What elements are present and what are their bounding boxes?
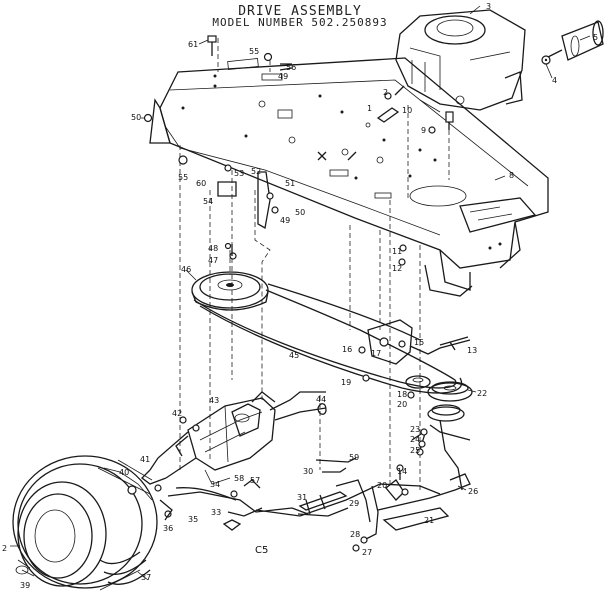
callout-35: 35 (188, 515, 198, 524)
callout-19: 19 (341, 378, 351, 387)
callout-1: 1 (367, 104, 372, 113)
callout-26: 26 (468, 487, 478, 496)
callout-59: 59 (349, 453, 359, 462)
callout-5: 5 (593, 33, 598, 42)
callout-47: 47 (208, 256, 218, 265)
callout-12: 12 (392, 264, 402, 273)
callout-60: 60 (196, 179, 206, 188)
callout-49b: 49 (280, 216, 290, 225)
callout-8: 8 (509, 171, 514, 180)
linkage-rods (159, 428, 471, 552)
idler-pulleys (405, 375, 473, 491)
callout-20: 20 (397, 400, 407, 409)
rear-wheel (10, 455, 162, 591)
callout-48: 48 (208, 244, 218, 253)
callout-40: 40 (119, 468, 129, 477)
callout-11: 11 (392, 247, 402, 256)
callout-4: 4 (552, 76, 557, 85)
callout-25: 25 (410, 446, 420, 455)
callout-51: 51 (285, 179, 295, 188)
callout-36: 36 (163, 524, 173, 533)
callout-46: 46 (181, 265, 191, 274)
callout-13: 13 (467, 346, 477, 355)
callout-15: 15 (414, 338, 424, 347)
callout-14: 14 (397, 467, 407, 476)
callout-22: 22 (477, 389, 487, 398)
callout-28: 28 (350, 530, 360, 539)
callout-45: 45 (289, 351, 299, 360)
callout-50: 50 (131, 113, 141, 122)
callout-44: 44 (316, 395, 326, 404)
engine-pulley (541, 20, 604, 65)
callout-10: 10 (402, 106, 412, 115)
callout-52: 52 (251, 167, 261, 176)
callout-30: 30 (303, 467, 313, 476)
callout-27: 27 (362, 548, 372, 557)
model-number: MODEL NUMBER 502.250893 (212, 16, 388, 29)
callout-33: 33 (211, 508, 221, 517)
callout-16: 16 (342, 345, 352, 354)
transaxle (141, 391, 327, 485)
callout-29: 29 (349, 499, 359, 508)
callout-55: 55 (249, 47, 259, 56)
callout-31: 31 (297, 493, 307, 502)
drive-belt (191, 271, 463, 394)
callout-9: 9 (421, 126, 426, 135)
callout-34: 34 (210, 480, 220, 489)
callout-58: 58 (234, 474, 244, 483)
callout-54: 54 (203, 197, 213, 206)
callout-50b: 50 (295, 208, 305, 217)
callout-3: 3 (486, 2, 491, 11)
callout-2: 2 (383, 88, 388, 97)
callout-39: 39 (20, 581, 30, 590)
engine (395, 9, 526, 130)
callout-49: 49 (278, 72, 288, 81)
callout-23: 23 (410, 425, 420, 434)
callout-61: 61 (188, 40, 198, 49)
frame (149, 57, 549, 297)
callout-57: 57 (250, 476, 260, 485)
callout-20b: 20 (377, 481, 387, 490)
callout-55b: 55 (178, 173, 188, 182)
callout-53: 53 (234, 169, 244, 178)
callout-37: 37 (141, 573, 151, 582)
shift-parts (179, 403, 327, 432)
callout-17: 17 (371, 349, 381, 358)
idler-bracket (358, 319, 471, 382)
callout-42: 42 (172, 409, 182, 418)
figure-code: C5 (255, 545, 268, 556)
leader-lines (137, 5, 591, 581)
hardware (143, 35, 436, 266)
diagram-title: DRIVE ASSEMBLY (238, 4, 362, 19)
callout-56: 56 (286, 63, 296, 72)
callout-43: 43 (209, 396, 219, 405)
callout-labels: 3 5 4 61 55 56 49 50 2 1 10 9 8 55 60 53… (2, 2, 598, 590)
callout-18: 18 (397, 390, 407, 399)
callout-21: 21 (424, 516, 434, 525)
callout-24: 24 (410, 435, 420, 444)
callout-2b: 2 (2, 544, 7, 553)
callout-41: 41 (140, 455, 150, 464)
